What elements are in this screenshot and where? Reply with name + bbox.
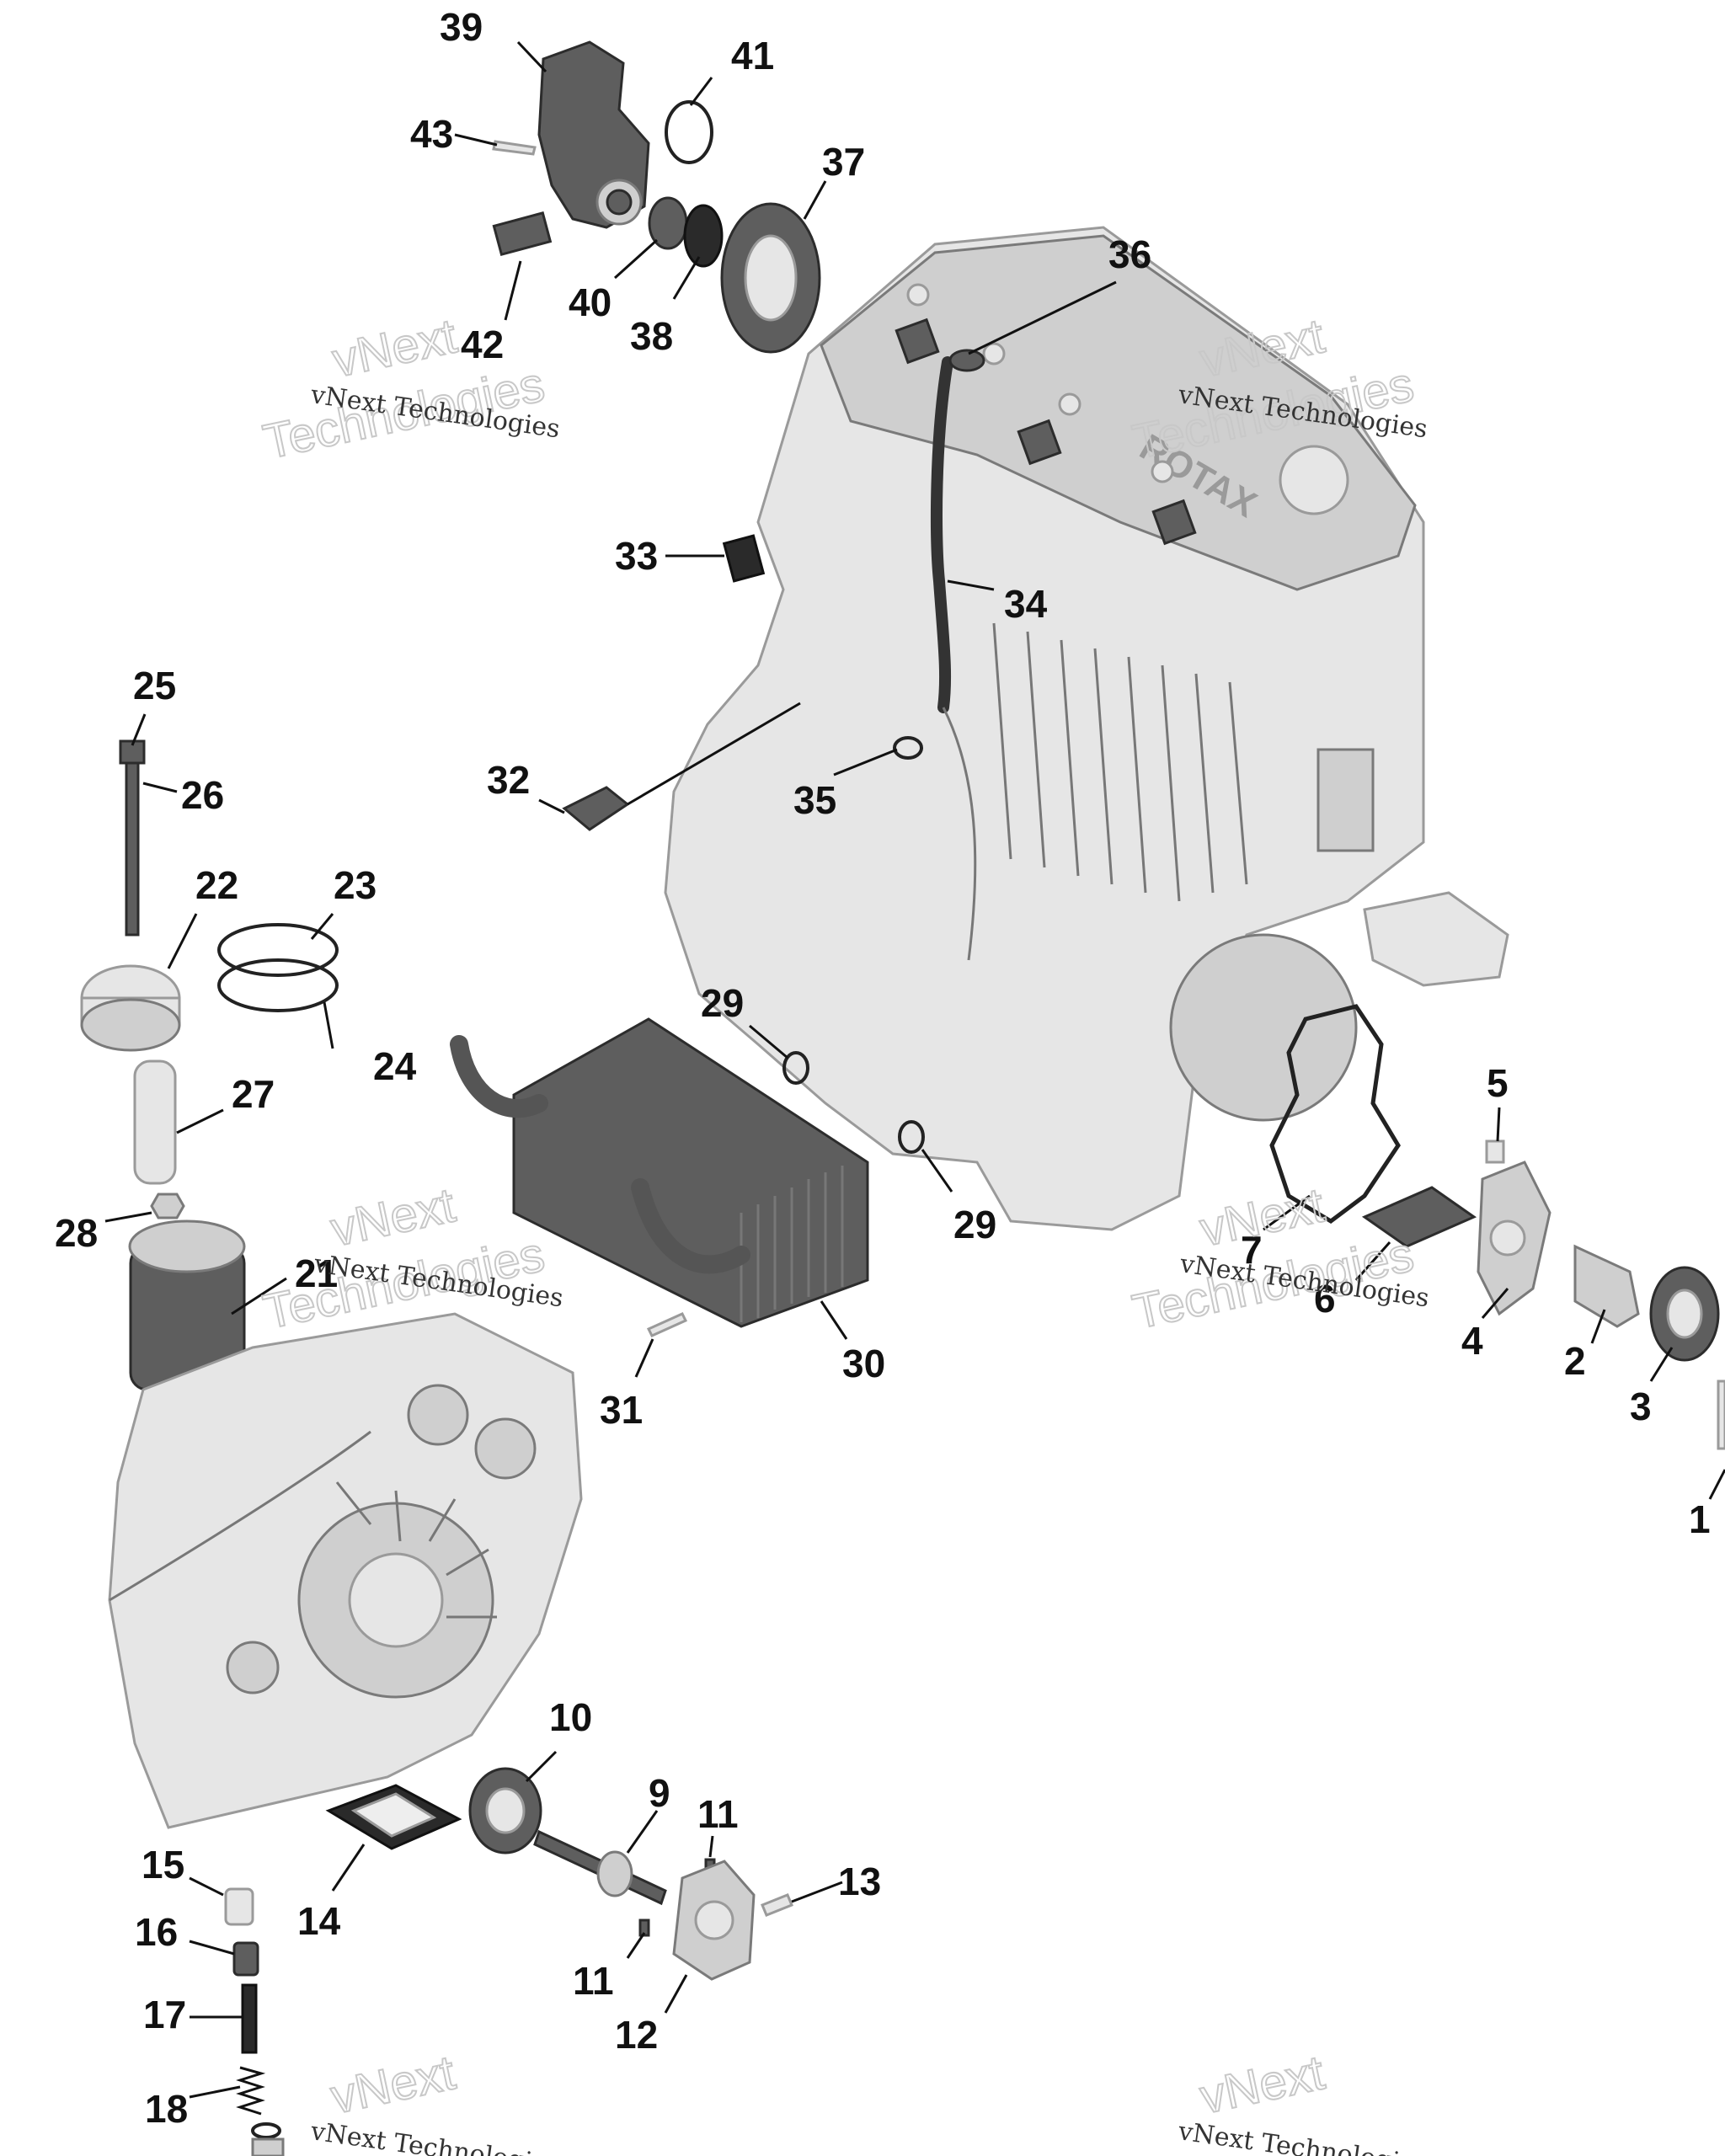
callout-27: 27 [232, 1072, 275, 1116]
callout-14: 14 [297, 1899, 341, 1943]
screw-13 [761, 1893, 793, 1917]
callout-25: 25 [133, 664, 176, 707]
callout-43: 43 [410, 112, 453, 156]
callout-5: 5 [1487, 1061, 1509, 1105]
oil-dipstick-tube [931, 356, 953, 713]
callout-11-lower: 11 [573, 1959, 614, 2003]
callout-3: 3 [1630, 1385, 1652, 1428]
callout-42: 42 [461, 323, 504, 366]
pump-part-1 [1717, 1380, 1725, 1450]
washer-38 [683, 204, 724, 268]
callout-32: 32 [487, 758, 530, 802]
callout-6: 6 [1314, 1277, 1336, 1321]
callout-35: 35 [793, 778, 836, 822]
o-ring-29-upper [782, 1051, 809, 1085]
watermark-top-left: vNext Technologies vNext Technologies [258, 307, 562, 470]
dipstick-cap [948, 349, 985, 372]
callout-38: 38 [630, 314, 673, 358]
valve-cap-15 [224, 1887, 254, 1926]
watermark-text: vNext Technologies [1176, 2116, 1429, 2156]
engine-label-plate [1316, 748, 1375, 852]
callout-37: 37 [822, 140, 865, 184]
svg-text:vNext: vNext [326, 2045, 460, 2124]
engine-mount-bracket [1363, 891, 1509, 987]
callout-11-upper: 11 [697, 1792, 739, 1836]
o-ring-41 [665, 100, 713, 164]
magneto-housing [1169, 933, 1358, 1122]
callout-9: 9 [649, 1771, 670, 1815]
thermostat-housing [537, 40, 650, 229]
washer-19 [251, 2122, 281, 2139]
callout-13: 13 [838, 1860, 881, 1903]
callout-26: 26 [181, 773, 224, 817]
filter-tube-27 [133, 1059, 177, 1185]
o-ring-23 [217, 923, 339, 977]
callout-numbers: 39 41 43 37 36 40 38 42 33 34 25 32 26 3… [55, 5, 1711, 2131]
callout-10: 10 [549, 1695, 592, 1739]
filter-cover-bolt-25 [125, 739, 140, 937]
leader-lines [104, 40, 1725, 2099]
callout-41: 41 [731, 34, 774, 77]
svg-text:vNext: vNext [326, 1177, 460, 1257]
callout-21: 21 [295, 1251, 338, 1295]
oil-cooler-30 [450, 1017, 869, 1328]
callout-34: 34 [1004, 582, 1048, 626]
knock-sensor-32 [562, 786, 630, 831]
callout-4: 4 [1461, 1319, 1483, 1363]
callout-33: 33 [615, 534, 658, 578]
callout-36: 36 [1108, 232, 1151, 276]
callout-15: 15 [142, 1843, 184, 1886]
o-ring-24 [217, 958, 339, 1012]
svg-text:vNext: vNext [1195, 1177, 1329, 1257]
oil-filter-assembly [80, 739, 339, 1391]
callout-1: 1 [1689, 1497, 1711, 1541]
callout-23: 23 [334, 863, 377, 907]
callout-40: 40 [569, 280, 611, 324]
callout-29-upper: 29 [701, 981, 744, 1025]
watermark-text: vNext Technologies [308, 2116, 562, 2156]
watermark-bottom-left: vNext vNext Technologies [308, 2044, 562, 2156]
engine-block: ROTAX [664, 226, 1509, 1231]
pump-shaft-2 [1573, 1244, 1640, 1328]
nut-28 [150, 1193, 185, 1219]
strainer-6 [1361, 1186, 1477, 1248]
callout-12: 12 [615, 2013, 658, 2057]
callout-29-lower: 29 [953, 1203, 996, 1246]
callout-16: 16 [135, 1910, 178, 1954]
dipstick-rod [942, 707, 977, 961]
crankcase-cover [108, 1312, 583, 1829]
cylinder-fins [992, 622, 1248, 902]
plunger-16 [232, 1941, 259, 1977]
callout-22: 22 [195, 863, 238, 907]
oil-pump-gasket-7 [1269, 1004, 1401, 1225]
callout-31: 31 [600, 1388, 643, 1432]
svg-text:vNext: vNext [328, 308, 462, 387]
callout-7: 7 [1241, 1228, 1263, 1272]
oil-pressure-sensor-33 [722, 534, 766, 583]
watermark-mid-right: vNext Technologies vNext Technologies [1127, 1177, 1431, 1340]
callout-30: 30 [842, 1342, 885, 1385]
temperature-sensor [492, 211, 553, 257]
callout-18: 18 [145, 2087, 188, 2131]
o-ring-35 [893, 736, 923, 760]
screw-5 [1485, 1139, 1505, 1164]
callout-17: 17 [143, 1993, 186, 2036]
callout-2: 2 [1564, 1339, 1586, 1383]
o-ring-29-lower [898, 1120, 925, 1154]
callout-24: 24 [373, 1044, 417, 1088]
callout-28: 28 [55, 1211, 98, 1255]
screw-31 [646, 1312, 688, 1337]
housing-screw [492, 140, 537, 156]
watermark-bottom-right: vNext vNext Technologies [1176, 2044, 1429, 2156]
spring-17 [241, 1983, 258, 2054]
pin-11-lower [638, 1919, 650, 1937]
svg-text:vNext: vNext [1195, 2045, 1329, 2124]
callout-39: 39 [440, 5, 483, 49]
